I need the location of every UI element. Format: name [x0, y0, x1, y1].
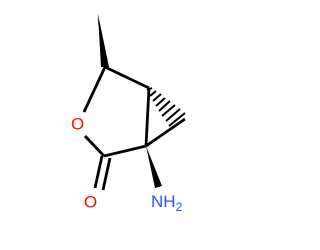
amino-nh-text: NH — [151, 192, 176, 211]
bond-c5-c1 — [144, 87, 151, 147]
bond-c4-ring-oxygen — [82, 66, 107, 113]
amino-group-label: NH2 — [151, 192, 183, 214]
bond-carbonyl-2 — [101, 157, 112, 191]
bond-c4-c5 — [104, 65, 150, 90]
bond-c1-c6 — [145, 117, 186, 148]
bond-carbonyl-1 — [93, 155, 104, 189]
ring-oxygen-label: O — [71, 114, 84, 133]
hashed-wedge-c5-c6 — [146, 87, 186, 127]
amino-wedge-bond — [146, 146, 162, 188]
bond-ring-oxygen-c2 — [83, 135, 106, 157]
carbonyl-oxygen-label: O — [84, 192, 97, 211]
bond-c2-c1 — [103, 144, 147, 158]
methyl-wedge-bond-body — [98, 14, 109, 67]
amino-h-count: 2 — [176, 200, 183, 214]
molecule-structure: O O NH2 — [71, 14, 186, 214]
